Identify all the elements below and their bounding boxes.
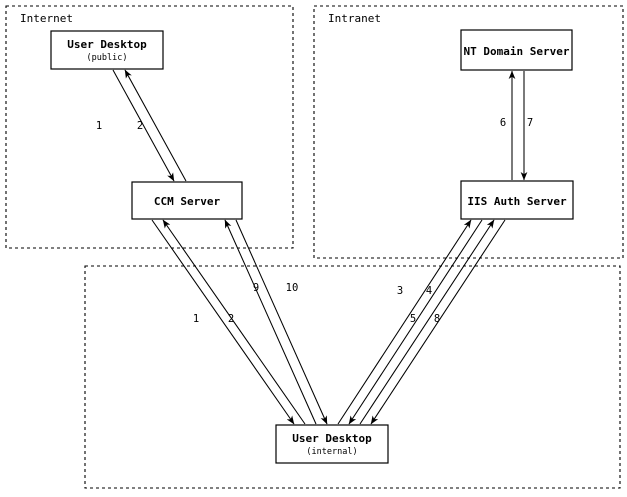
connection-label-conn-7: 7 <box>527 117 533 129</box>
node-title-ccm-server: CCM Server <box>154 195 221 208</box>
node-box-iis-auth-server[interactable] <box>460 180 574 220</box>
connection-label-conn-2-public: 2 <box>137 120 143 132</box>
connection-label-conn-6: 6 <box>500 117 506 129</box>
connection-label-conn-10: 10 <box>286 282 299 294</box>
connection-label-conn-5: 5 <box>410 313 416 325</box>
connection-line-conn-2-public <box>124 69 187 182</box>
zone-boundary-internet <box>5 5 294 249</box>
node-subtitle-user-desktop-internal: (internal) <box>306 447 357 457</box>
connection-line-conn-1-public <box>112 69 175 182</box>
zone-internet: Internet <box>5 5 294 249</box>
node-box-ccm-server[interactable] <box>131 181 243 220</box>
connection-line-conn-1-internal <box>151 219 295 425</box>
node-nt-domain-server[interactable]: NT Domain Server <box>460 29 573 71</box>
node-user-desktop-internal[interactable]: User Desktop (internal) <box>275 424 389 464</box>
node-iis-auth-server[interactable]: IIS Auth Server <box>460 180 574 220</box>
node-subtitle-user-desktop-public: (public) <box>87 53 128 63</box>
node-box-user-desktop-internal[interactable] <box>275 424 389 464</box>
node-title-nt-domain-server: NT Domain Server <box>464 45 570 58</box>
node-box-nt-domain-server[interactable] <box>460 29 573 71</box>
zone-label-intranet: Intranet <box>328 12 381 25</box>
node-box-user-desktop-public[interactable] <box>50 30 164 70</box>
connection-line-conn-3 <box>337 219 472 425</box>
connection-line-conn-4 <box>348 219 483 425</box>
connection-line-conn-5 <box>359 219 495 425</box>
connection-labels: 1 2 6 7 1 2 9 10 3 4 5 8 <box>96 117 533 325</box>
node-user-desktop-public[interactable]: User Desktop (public) <box>50 30 164 70</box>
connection-line-conn-9 <box>224 219 317 425</box>
node-ccm-server[interactable]: CCM Server <box>131 181 243 220</box>
connection-label-conn-9: 9 <box>253 282 259 294</box>
connection-label-conn-8: 8 <box>434 313 440 325</box>
connection-arrows <box>112 69 528 425</box>
connection-line-conn-8 <box>370 219 506 425</box>
connection-label-conn-4: 4 <box>426 285 432 297</box>
connection-label-conn-1-public: 1 <box>96 120 102 132</box>
node-title-user-desktop-internal: User Desktop <box>292 432 372 445</box>
node-title-user-desktop-public: User Desktop <box>67 38 147 51</box>
node-boxes: User Desktop (public) CCM Server NT Domain … <box>50 29 574 464</box>
zone-label-internet: Internet <box>20 12 73 25</box>
connection-label-conn-1-internal: 1 <box>193 313 199 325</box>
zone-boundaries: Internet Intranet <box>5 5 624 489</box>
connection-label-conn-3: 3 <box>397 285 403 297</box>
connection-label-conn-2-internal: 2 <box>228 313 234 325</box>
node-title-iis-auth-server: IIS Auth Server <box>467 195 567 208</box>
connection-line-conn-10 <box>235 219 328 425</box>
connection-line-conn-2-internal <box>162 219 306 425</box>
